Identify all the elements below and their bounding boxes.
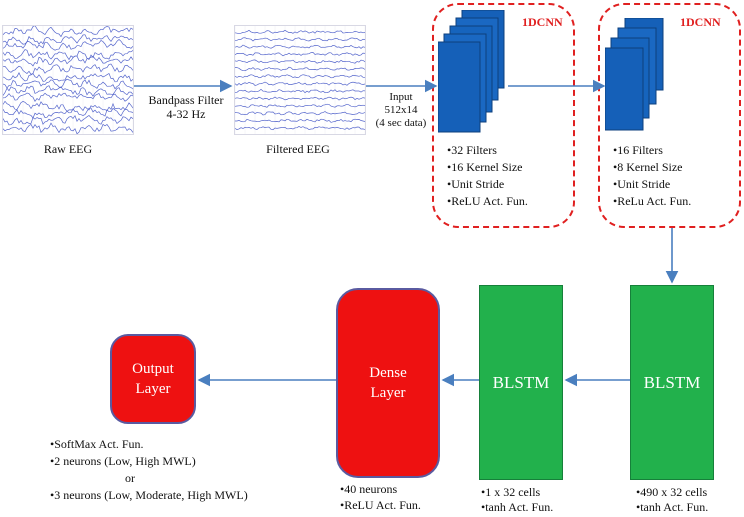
bandpass-filter-line1: Bandpass Filter: [148, 93, 224, 107]
eeg-trace: [234, 66, 366, 72]
blstm1-label: BLSTM: [492, 372, 550, 392]
blstm2-box: BLSTM: [630, 285, 714, 480]
cnn2-spec-filters: •16 Filters: [613, 143, 663, 157]
eeg-trace: [234, 59, 366, 64]
eeg-trace: [234, 81, 366, 86]
blstm1-spec-activation: •tanh Act. Fun.: [481, 500, 554, 514]
input-label: Input 512x14 (4 sec data): [366, 91, 436, 130]
cnn1-spec-stride: •Unit Stride: [447, 177, 505, 191]
eeg-trace: [2, 25, 134, 38]
blstm2-specs: •490 x 32 cells •tanh Act. Fun.: [636, 485, 708, 515]
dense-layer-line2: Layer: [370, 385, 406, 401]
bandpass-filter-line2: 4-32 Hz: [166, 107, 206, 121]
eeg-trace: [234, 88, 366, 94]
cnn2-spec-activation: •ReLu Act. Fun.: [613, 194, 692, 208]
eeg-trace: [234, 29, 366, 35]
bandpass-filter-label: Bandpass Filter 4-32 Hz: [138, 93, 234, 121]
raw-eeg-traces: [2, 25, 134, 135]
blstm2-label: BLSTM: [643, 372, 701, 392]
filtered-eeg-plot: [234, 25, 366, 135]
eeg-trace: [2, 85, 134, 97]
blstm1-box: BLSTM: [479, 285, 563, 480]
eeg-trace: [2, 122, 134, 135]
cnn1-title: 1DCNN: [522, 15, 563, 29]
eeg-trace: [2, 92, 134, 102]
cnn1-spec-activation: •ReLU Act. Fun.: [447, 194, 528, 208]
eeg-trace: [2, 39, 134, 51]
cnn2-spec-stride: •Unit Stride: [613, 177, 671, 191]
raw-eeg-plot: [2, 25, 134, 135]
output-note-3-neurons: •3 neurons (Low, Moderate, High MWL): [50, 488, 248, 502]
output-note-or: or: [125, 471, 135, 485]
cnn2-specs: •16 Filters •8 Kernel Size •Unit Stride …: [613, 142, 691, 210]
blstm1-specs: •1 x 32 cells •tanh Act. Fun.: [481, 485, 553, 515]
filtered-eeg-label: Filtered EEG: [266, 142, 330, 156]
eeg-trace: [234, 96, 366, 101]
eeg-trace: [2, 114, 134, 126]
cnn2-group: [598, 3, 741, 228]
dense-spec-activation: •ReLU Act. Fun.: [340, 498, 421, 512]
cnn1-group: [432, 3, 575, 228]
cnn1-spec-filters: •32 Filters: [447, 143, 497, 157]
input-line2: 512x14: [384, 104, 418, 116]
eeg-trace: [234, 74, 365, 79]
eeg-trace: [2, 34, 134, 45]
eeg-trace: [234, 52, 366, 57]
eeg-trace: [2, 55, 134, 67]
dense-layer-box: Dense Layer: [336, 288, 440, 478]
filtered-eeg-traces: [234, 26, 366, 134]
eeg-trace: [234, 125, 366, 131]
eeg-trace: [235, 37, 366, 42]
output-layer-line2: Layer: [135, 381, 171, 397]
eeg-trace: [234, 111, 366, 116]
output-note-2-neurons: •2 neurons (Low, High MWL): [50, 454, 196, 468]
cnn1-filter-stack: [438, 10, 505, 133]
cnn2-spec-kernel: •8 Kernel Size: [613, 160, 683, 174]
eeg-trace: [2, 78, 134, 90]
eeg-trace: [2, 63, 134, 75]
eeg-trace: [2, 107, 134, 119]
eeg-trace: [235, 118, 366, 123]
blstm2-spec-activation: •tanh Act. Fun.: [636, 500, 709, 514]
output-notes: •SoftMax Act. Fun. •2 neurons (Low, High…: [50, 436, 248, 504]
output-layer-line1: Output: [132, 361, 174, 377]
dense-layer-line1: Dense: [369, 365, 407, 381]
cnn2-title: 1DCNN: [680, 15, 721, 29]
cnn1-spec-kernel: •16 Kernel Size: [447, 160, 523, 174]
cnn1-specs: •32 Filters •16 Kernel Size •Unit Stride…: [447, 142, 528, 210]
blstm2-spec-cells: •490 x 32 cells: [636, 485, 708, 499]
dense-specs: •40 neurons •ReLU Act. Fun.: [340, 481, 421, 513]
raw-eeg-label: Raw EEG: [43, 142, 93, 156]
eeg-trace: [234, 44, 366, 49]
input-line3: (4 sec data): [375, 117, 427, 129]
eeg-trace: [234, 103, 366, 108]
dense-spec-neurons: •40 neurons: [340, 482, 398, 496]
cnn2-filter-stack: [605, 18, 664, 131]
output-note-softmax: •SoftMax Act. Fun.: [50, 437, 144, 451]
eeg-trace: [2, 100, 134, 112]
eeg-trace: [2, 72, 134, 83]
output-layer-box: Output Layer: [110, 334, 196, 424]
input-line1: Input: [389, 91, 413, 103]
eeg-trace: [2, 49, 134, 61]
blstm1-spec-cells: •1 x 32 cells: [481, 485, 541, 499]
